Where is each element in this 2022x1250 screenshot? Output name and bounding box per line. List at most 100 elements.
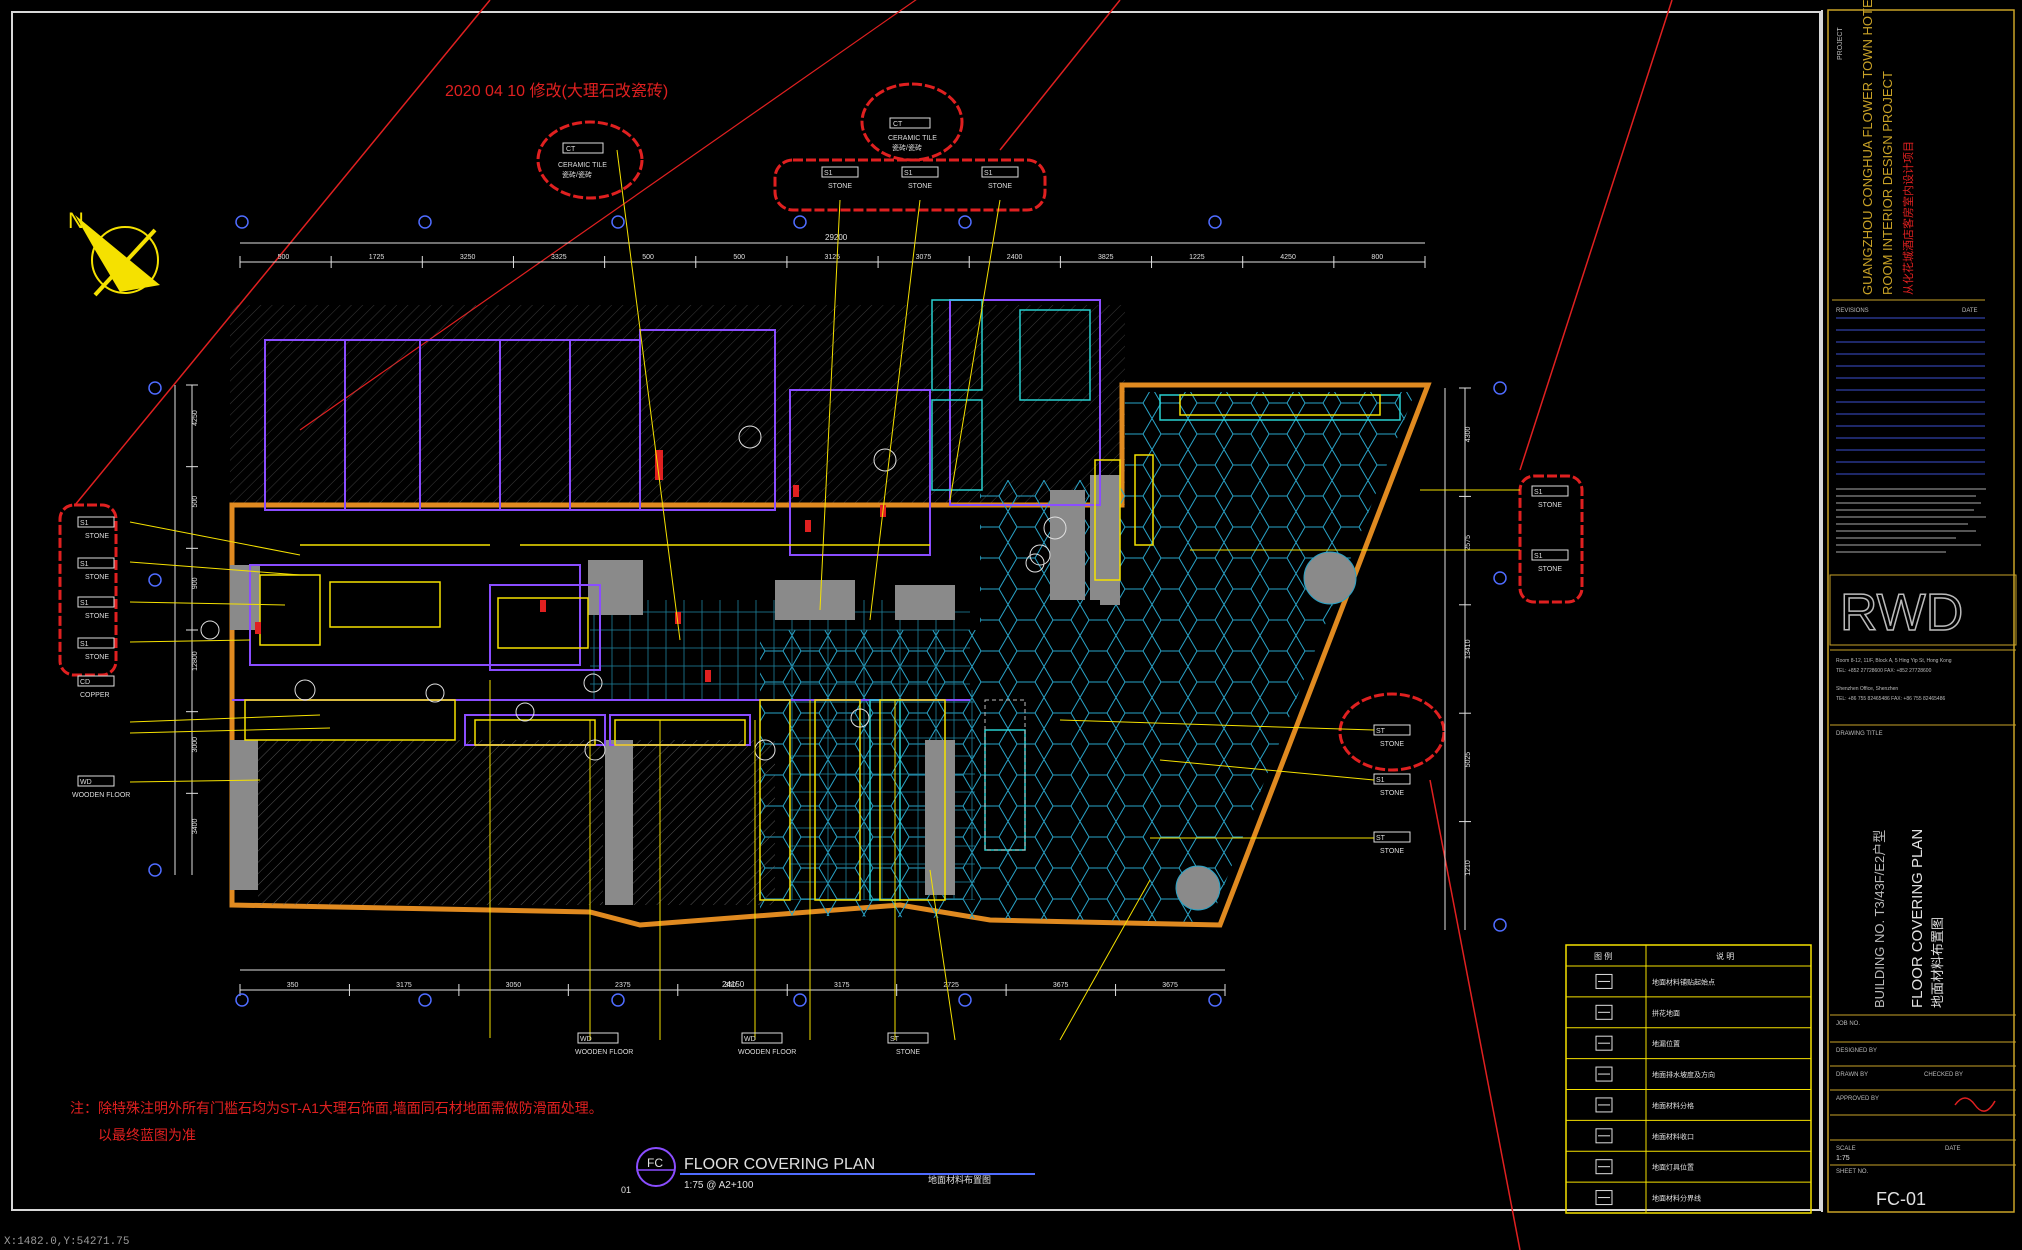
- signature: [1954, 1097, 1996, 1112]
- dim-segment-label: 3125: [825, 254, 841, 261]
- designed-by-label: DESIGNED BY: [1836, 1048, 1877, 1054]
- legend-row-desc: 地面排水坡度及方向: [1652, 1070, 1715, 1079]
- dim-segment-label: 3175: [396, 982, 412, 989]
- dim-top-total: 29200: [825, 233, 848, 242]
- dim-segment-label: 350: [287, 982, 299, 989]
- dim-segment-label: 2400: [1007, 254, 1023, 261]
- svg-text:S1: S1: [1534, 489, 1543, 496]
- svg-text:S1: S1: [824, 170, 833, 177]
- bedroom-1: [258, 740, 463, 905]
- svg-text:STONE: STONE: [85, 613, 109, 620]
- legend-header-symbol: 图 例: [1594, 951, 1612, 961]
- title-block: PROJECT GUANGZHOU CONGHUA FLOWER TOWN HO…: [1829, 0, 2017, 1209]
- legend-table: 图 例 说 明 地面材料铺贴起始点拼花地面地漏位置地面排水坡度及方向地面材料分格…: [1565, 944, 1812, 1214]
- revisions-label: REVISIONS: [1836, 308, 1869, 314]
- plan-title-badge-num: 01: [621, 1185, 631, 1195]
- svg-text:STONE: STONE: [896, 1049, 920, 1056]
- grid-axis-bubble: [611, 215, 625, 229]
- project-name-en-1: GUANGZHOU CONGHUA FLOWER TOWN HOTEL: [1860, 0, 1875, 295]
- svg-text:STONE: STONE: [1380, 790, 1404, 797]
- stone-tag: S1 STONE: [821, 166, 859, 190]
- revision-cloud-stone-top: S1 STONE S1 STONE S1 STONE: [773, 158, 1047, 212]
- dim-segment-label: 3075: [916, 254, 932, 261]
- date-label: DATE: [1945, 1146, 1961, 1152]
- revision-cloud-ceramic-1: CT CERAMIC TILE 瓷砖/瓷砖: [536, 120, 644, 200]
- svg-text:ST: ST: [1376, 728, 1386, 735]
- kitchen-island: [984, 699, 1026, 851]
- sheet-border: [11, 11, 1821, 1211]
- wooden-floor-tag: WD WOODEN FLOOR: [575, 1032, 633, 1056]
- sheet-no-label: SHEET NO.: [1836, 1169, 1869, 1175]
- svg-text:S1: S1: [1534, 553, 1543, 560]
- svg-text:瓷砖/瓷砖: 瓷砖/瓷砖: [562, 170, 592, 179]
- dim-segment-label: 3675: [1053, 982, 1069, 989]
- company-tel-hk: TEL: +852 27728600 FAX: +852 27728600: [1836, 668, 1932, 674]
- grid-axis-bubble: [958, 993, 972, 1007]
- svg-text:CERAMIC TILE: CERAMIC TILE: [558, 162, 607, 169]
- door-icon: [1595, 1128, 1613, 1144]
- north-arrow-icon: N: [68, 208, 160, 297]
- grid-axis-bubble: [418, 993, 432, 1007]
- grid-axis-bubble: [958, 215, 972, 229]
- drawing-title-label: DRAWING TITLE: [1836, 731, 1883, 737]
- title-block-frame: [1827, 9, 2015, 1213]
- dim-segment-label: 2575: [1465, 535, 1472, 551]
- grid-axis-bubble: [418, 215, 432, 229]
- red-ref-line: [1519, 0, 1673, 471]
- svg-text:S1: S1: [80, 520, 89, 527]
- revisions-date-label: DATE: [1962, 308, 1978, 314]
- dim-segment-label: 13410: [1465, 639, 1472, 659]
- dim-segment-label: 500: [642, 254, 654, 261]
- dim-segment-label: 5025: [1465, 752, 1472, 768]
- red-ref-line: [1429, 779, 1521, 1250]
- grid-axis-bubble: [793, 215, 807, 229]
- revision-note: 2020 04 10 修改(大理石改瓷砖): [445, 82, 668, 100]
- floor-drain-icon: [1595, 1035, 1613, 1051]
- slope-arrow-icon: [1595, 1066, 1613, 1082]
- circle-grid-icon: [1595, 1097, 1613, 1113]
- dim-segment-label: 4250: [192, 410, 199, 426]
- revision-cloud-stone-right: S1 STONE S1 STONE: [1518, 474, 1584, 604]
- building-no: BUILDING NO. T3/43F/E2户型: [1872, 830, 1887, 1008]
- svg-text:WOODEN FLOOR: WOODEN FLOOR: [738, 1049, 796, 1056]
- plan-title-cn: 地面材料布置图: [928, 1174, 991, 1185]
- svg-text:WOODEN FLOOR: WOODEN FLOOR: [72, 792, 130, 799]
- plan-title-en: FLOOR COVERING PLAN: [684, 1156, 875, 1173]
- floor-plan: [129, 149, 1520, 1041]
- partition-walls: [232, 299, 1101, 746]
- rwd-logo: RWD: [1840, 584, 1963, 642]
- grid-axis-bubble: [1493, 918, 1507, 932]
- grid-axis-bubble: [793, 993, 807, 1007]
- grid-axis-bubble: [148, 573, 162, 587]
- svg-text:瓷砖/瓷砖: 瓷砖/瓷砖: [892, 143, 922, 152]
- leader-lines: [129, 149, 1520, 1041]
- drawing-title-cn: 地面材料布置图: [1930, 917, 1945, 1008]
- svg-text:STONE: STONE: [1538, 502, 1562, 509]
- wooden-floor-tag: WD WOODEN FLOOR: [738, 1032, 796, 1056]
- dim-segment-label: 500: [278, 254, 290, 261]
- stone-tag: S1 STONE: [901, 166, 939, 190]
- project-name-en-2: ROOM INTERIOR DESIGN PROJECT: [1880, 71, 1895, 295]
- legend-row-desc: 拼花地面: [1652, 1008, 1680, 1017]
- dash-line-icon: [1595, 1190, 1613, 1206]
- sheet-no: FC-01: [1876, 1189, 1926, 1209]
- north-label: N: [68, 208, 84, 233]
- svg-text:S1: S1: [80, 600, 89, 607]
- plan-title-scale: 1:75 @ A2+100: [684, 1180, 754, 1191]
- grid-axis-bubble: [1493, 571, 1507, 585]
- svg-text:S1: S1: [904, 170, 913, 177]
- dim-segment-label: 3050: [506, 982, 522, 989]
- dim-segment-label: 1225: [1189, 254, 1205, 261]
- svg-text:WD: WD: [744, 1036, 756, 1043]
- round-column: [1175, 865, 1221, 911]
- svg-text:CD: CD: [80, 679, 90, 686]
- svg-text:CERAMIC TILE: CERAMIC TILE: [888, 135, 937, 142]
- bottom-tags: WD WOODEN FLOOR WD WOODEN FLOOR ST STONE: [575, 1032, 929, 1056]
- company-address-sz: Shenzhen Office, Shenzhen: [1836, 686, 1898, 692]
- plan-title-badge: FC: [647, 1156, 663, 1170]
- disclaimer-lines: [1836, 488, 1986, 553]
- dim-bottom-total: 24150: [722, 980, 745, 989]
